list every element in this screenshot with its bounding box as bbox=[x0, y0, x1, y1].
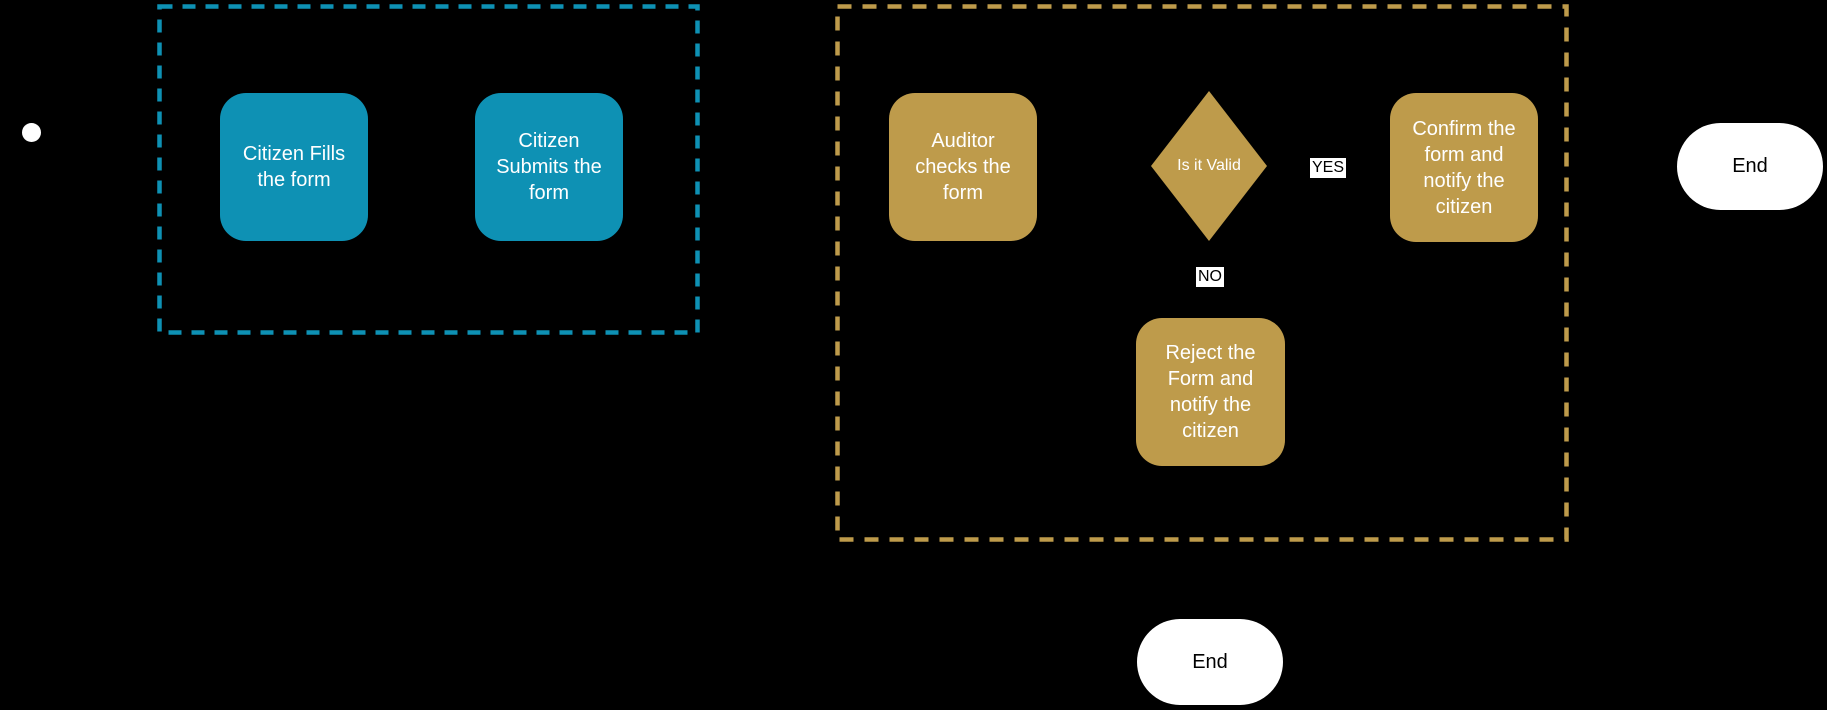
start-event-node[interactable] bbox=[22, 123, 41, 142]
citizen-lane-boundary bbox=[157, 4, 700, 335]
auditor-lane-boundary bbox=[835, 4, 1569, 542]
end-label: End bbox=[1192, 650, 1228, 673]
end-node-bottom[interactable]: End bbox=[1137, 619, 1283, 705]
task-citizen-fills-form[interactable]: Citizen Fills the form bbox=[220, 93, 368, 241]
decision-label: Is it Valid bbox=[1177, 157, 1241, 174]
task-label: Citizen Fills the form bbox=[242, 143, 346, 191]
task-label: Confirm the form and notify the citizen bbox=[1412, 117, 1516, 218]
end-label: End bbox=[1732, 155, 1768, 177]
task-label: Auditor checks the form bbox=[915, 130, 1011, 204]
task-citizen-submits-form[interactable]: Citizen Submits the form bbox=[475, 93, 623, 241]
task-confirm-and-notify[interactable]: Confirm the form and notify the citizen bbox=[1390, 93, 1538, 242]
task-reject-and-notify[interactable]: Reject the Form and notify the citizen bbox=[1136, 318, 1285, 466]
task-label: Reject the Form and notify the citizen bbox=[1165, 342, 1256, 442]
edge-label-no: NO bbox=[1196, 267, 1224, 287]
task-auditor-checks-form[interactable]: Auditor checks the form bbox=[889, 93, 1037, 241]
edge-label-yes: YES bbox=[1310, 158, 1347, 178]
task-label: Citizen Submits the form bbox=[496, 130, 602, 204]
end-node-right[interactable]: End bbox=[1677, 123, 1823, 210]
